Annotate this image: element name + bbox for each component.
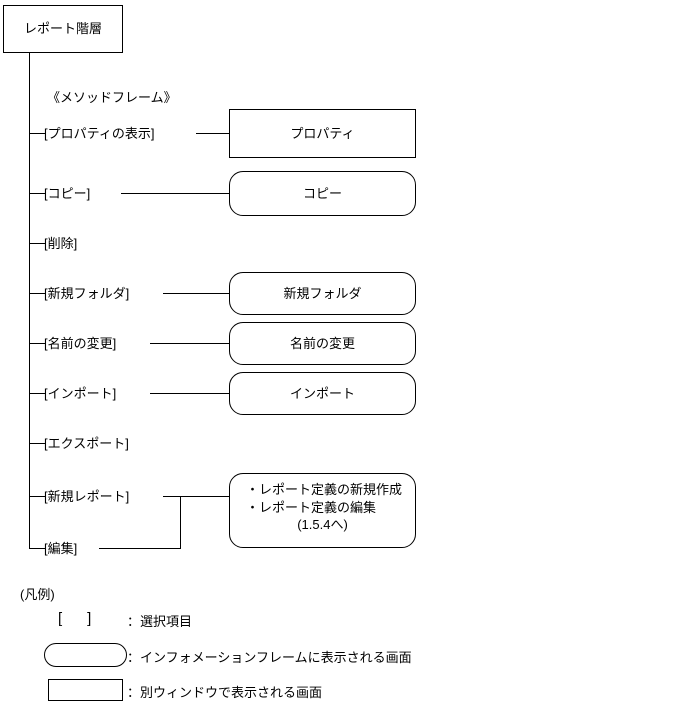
legend-symbol-brackets: [ ]	[58, 610, 92, 627]
legend-label-1: ：インフォメーションフレームに表示される画面	[127, 647, 412, 666]
connector-5	[150, 393, 229, 394]
branch-stub-4	[29, 343, 45, 344]
connector-8	[99, 548, 181, 549]
node-root[interactable]: レポート階層	[3, 5, 123, 53]
method-frame-note: 《メソッドフレーム》	[47, 90, 177, 105]
branch-stub-2	[29, 243, 45, 244]
branch-stub-8	[29, 548, 45, 549]
target-node-1[interactable]: コピー	[229, 171, 416, 216]
branch-label-1[interactable]: [コピー]	[44, 186, 91, 201]
legend-desc-2: 別ウィンドウで表示される画面	[140, 685, 323, 700]
connector-7	[163, 496, 230, 497]
legend-symbol-rounded	[44, 643, 127, 667]
trunk-vertical-line	[29, 53, 30, 549]
branch-stub-7	[29, 496, 45, 497]
legend-colon-1: ：	[127, 650, 141, 665]
branch-stub-6	[29, 443, 45, 444]
legend-desc-0: 選択項目	[140, 614, 193, 629]
branch-label-6[interactable]: [エクスポート]	[44, 436, 129, 451]
target-node-merged[interactable]: ・レポート定義の新規作成 ・レポート定義の編集 (1.5.4へ)	[229, 473, 416, 548]
target-node-3[interactable]: 新規フォルダ	[229, 272, 416, 315]
legend-title: (凡例)	[20, 587, 55, 602]
branch-label-2[interactable]: [削除]	[44, 236, 78, 251]
target-node-3-label: 新規フォルダ	[283, 285, 362, 301]
branch-label-0[interactable]: [プロパティの表示]	[44, 126, 155, 141]
branch-stub-5	[29, 393, 45, 394]
merged-line-3: (1.5.4へ)	[297, 517, 348, 533]
target-node-4-label: 名前の変更	[289, 335, 355, 351]
connector-3	[163, 293, 229, 294]
target-node-5-label: インポート	[289, 385, 355, 401]
legend-label-0: ：選択項目	[127, 611, 192, 630]
branch-stub-3	[29, 293, 45, 294]
merged-line-1: ・レポート定義の新規作成	[246, 482, 403, 497]
target-node-0[interactable]: プロパティ	[229, 109, 416, 158]
merge-vertical-line	[180, 496, 181, 549]
merged-line-2: ・レポート定義の編集	[246, 499, 377, 515]
branch-stub-1	[29, 193, 45, 194]
branch-label-3[interactable]: [新規フォルダ]	[44, 286, 130, 301]
legend-desc-1: インフォメーションフレームに表示される画面	[140, 650, 412, 665]
branch-label-4[interactable]: [名前の変更]	[44, 336, 117, 351]
target-node-4[interactable]: 名前の変更	[229, 322, 416, 365]
legend-label-2: ：別ウィンドウで表示される画面	[127, 682, 322, 701]
legend-colon-0: ：	[127, 614, 141, 629]
branch-stub-0	[29, 133, 45, 134]
legend-colon-2: ：	[127, 685, 141, 700]
target-node-5[interactable]: インポート	[229, 372, 416, 415]
branch-label-7[interactable]: [新規レポート]	[44, 489, 130, 504]
target-node-1-label: コピー	[302, 185, 342, 201]
legend-symbol-rect	[48, 679, 123, 701]
connector-1	[121, 193, 229, 194]
node-root-label: レポート階層	[23, 21, 102, 37]
branch-label-8[interactable]: [編集]	[44, 541, 78, 556]
connector-4	[150, 343, 229, 344]
branch-label-5[interactable]: [インポート]	[44, 386, 117, 401]
connector-0	[196, 133, 229, 134]
target-node-0-label: プロパティ	[290, 125, 355, 141]
